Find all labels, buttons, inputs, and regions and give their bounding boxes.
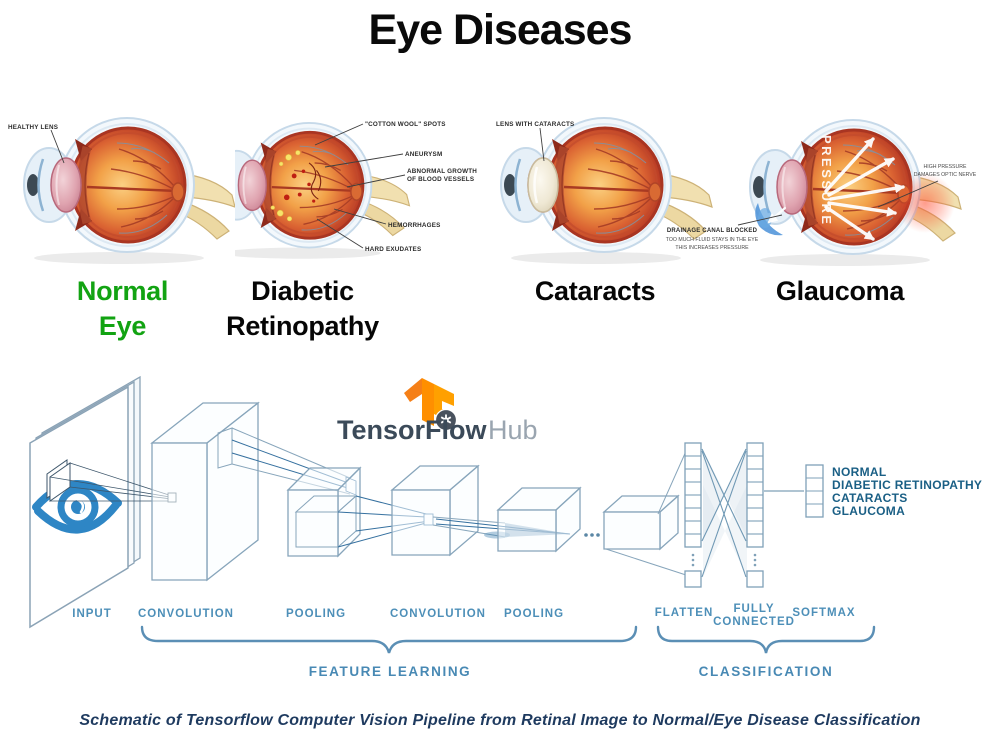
pool2-box [496, 486, 582, 553]
stage-label-input: INPUT [72, 608, 112, 620]
cloudy-lens [527, 157, 559, 213]
tensorflow-wordmark: TensorFlow [337, 415, 488, 445]
abnormal-growth-leader [346, 174, 406, 188]
normal-eye-illustration: HEALTHY LENS [8, 95, 235, 270]
healthy-lens-annotation: HEALTHY LENS [8, 124, 58, 131]
hemorrhages-annotation: HEMORRHAGES [388, 222, 441, 229]
stage-label-pooling-2: POOLING [504, 608, 564, 620]
cotton-wool-leader [314, 123, 364, 146]
feature-learning-brace [140, 625, 638, 654]
stage-label-convolution-1: CONVOLUTION [138, 608, 234, 620]
tensorflow-hub-logo: TensorFlow Hub [337, 378, 538, 445]
dense-column [746, 442, 764, 588]
high-pressure-annotation-line2: DAMAGES OPTIC NERVE [914, 172, 977, 178]
hub-badge-icon [434, 408, 458, 432]
label-diabetic-line1: Diabetic [251, 276, 354, 306]
hard-exudates-leader [316, 218, 364, 249]
abnormal-growth-annotation-line2: OF BLOOD VESSELS [407, 176, 474, 183]
hub-wordmark: Hub [488, 415, 538, 445]
cataracts-illustration: LENS WITH CATARACTS [496, 95, 740, 270]
glaucoma-eyeball: PRESSURE [750, 120, 961, 266]
label-normal-line1: Normal [76, 276, 169, 306]
abnormal-growth-annotation-line1: ABNORMAL GROWTH [407, 168, 477, 175]
pressure-arrows [767, 137, 905, 241]
stage-label-flatten: FLATTEN [655, 607, 714, 619]
label-cataracts: Cataracts [534, 276, 656, 306]
cnn-pipeline-diagram: TensorFlow Hub [29, 375, 982, 679]
output-class-labels: NORMAL DIABETIC RETINOPATHY CATARACTS GL… [832, 465, 982, 518]
conv1-box [150, 401, 260, 582]
label-diabetic-line2: Retinopathy [226, 311, 379, 341]
final-feature-map-box [602, 448, 688, 576]
output-class-diabetic-retinopathy: DIABETIC RETINOPATHY [832, 478, 982, 492]
cataract-eyeball [501, 118, 712, 264]
drainage-leader [737, 214, 783, 226]
label-diabetic-retinopathy: Diabetic Retinopathy [195, 274, 410, 344]
flatten-column [684, 442, 702, 588]
label-glaucoma: Glaucoma [775, 276, 905, 306]
aneurysm-annotation: ANEURYSM [405, 151, 442, 158]
optic-nerve-damage-glow [895, 173, 955, 233]
retina-eye-icon [32, 479, 122, 534]
group-label-feature-learning: FEATURE LEARNING [309, 664, 472, 679]
lens-with-cataracts-annotation: LENS WITH CATARACTS [496, 121, 574, 128]
blocked-fluid [755, 203, 783, 236]
diabetic-lesions [270, 150, 322, 222]
hard-exudates-annotation: HARD EXUDATES [365, 246, 421, 253]
input-layer [29, 375, 177, 629]
output-class-normal: NORMAL [832, 465, 886, 479]
stage-label-connected: CONNECTED [713, 616, 795, 628]
aneurysm-leader [324, 153, 404, 168]
group-label-classification: CLASSIFICATION [699, 664, 834, 679]
hemorrhages-leader [333, 208, 387, 225]
drainage-annotation-line1: DRAINAGE CANAL BLOCKED [667, 228, 758, 234]
high-pressure-leader [877, 180, 939, 208]
stage-label-fully: FULLY [734, 603, 775, 615]
healthy-lens-leader-line [50, 129, 65, 164]
classification-brace [656, 625, 876, 654]
conv2-box [390, 464, 480, 557]
stage-label-softmax: SOFTMAX [792, 607, 855, 619]
glaucoma-illustration: PRESSURE HIGH PRESSURE DAMAGES OPTIC NER… [666, 95, 977, 270]
fully-connected-lines [701, 448, 747, 578]
label-normal-line2: Eye [98, 311, 147, 341]
output-class-glaucoma: GLAUCOMA [832, 504, 905, 518]
ellipsis-dots [584, 533, 600, 537]
lens-with-cataracts-leader [539, 127, 545, 162]
cotton-wool-annotation: "COTTON WOOL" SPOTS [365, 121, 446, 128]
stage-label-pooling-1: POOLING [286, 608, 346, 620]
diabetic-eyeball [235, 123, 409, 259]
output-class-cataracts: CATARACTS [832, 491, 908, 505]
high-pressure-annotation-line1: HIGH PRESSURE [924, 164, 967, 170]
figure-caption: Schematic of Tensorflow Computer Vision … [79, 712, 921, 729]
stage-label-convolution-2: CONVOLUTION [390, 608, 486, 620]
page-title: Eye Diseases [368, 6, 633, 54]
label-normal-eye: Normal Eye [25, 274, 220, 344]
drainage-annotation-line2: TOO MUCH FLUID STAYS IN THE EYE [666, 237, 759, 243]
diabetic-retinopathy-illustration: "COTTON WOOL" SPOTS ANEURYSM ABNORMAL GR… [235, 95, 477, 270]
pool1-box [286, 466, 362, 558]
drainage-annotation-line3: THIS INCREASES PRESSURE [675, 245, 749, 251]
output-column [805, 464, 824, 518]
